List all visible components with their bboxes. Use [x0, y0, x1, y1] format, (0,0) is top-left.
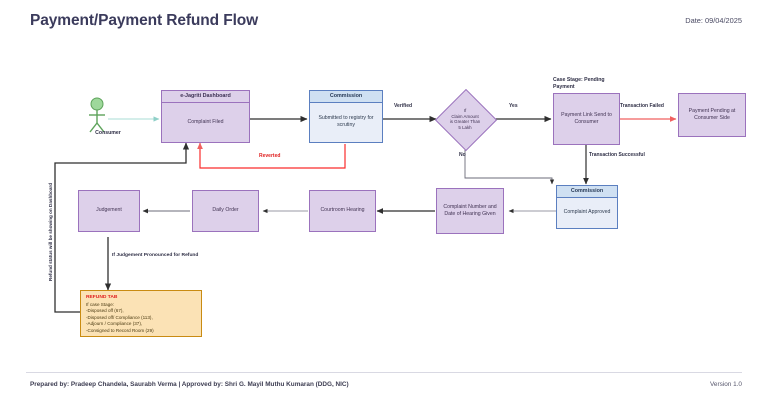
annotation-case-stage: Case Stage: Pending Payment: [553, 77, 605, 90]
edge-label-refund-status: Refund status will be showing on Dashboa…: [48, 182, 53, 281]
edge-label-reverted: Reverted: [259, 153, 281, 159]
edge-label-no: No: [459, 152, 466, 158]
node-payment-link[interactable]: Payment Link Send to Consumer: [553, 93, 620, 145]
footer-prepared-by: Prepared by: Pradeep Chandela, Saurabh V…: [30, 381, 349, 388]
refund-tab-line-2: -Disposed off/ Compliance (113),: [86, 314, 153, 320]
actor-label: Consumer: [95, 130, 121, 136]
edge-label-transaction-successful: Transaction Successful: [589, 152, 645, 158]
node-daily-order[interactable]: Daily Order: [192, 190, 259, 232]
node-header: Commission: [310, 91, 382, 103]
date-label: Date: 09/04/2025: [685, 16, 742, 25]
page-title: Payment/Payment Refund Flow: [30, 12, 259, 29]
node-ejagriti-dashboard[interactable]: e-Jagriti Dashboard Complaint Filed: [161, 90, 250, 143]
edge-label-verified: Verified: [394, 103, 413, 109]
node-header: Commission: [557, 186, 617, 198]
actor-consumer: Consumer: [80, 96, 136, 148]
node-commission-scrutiny[interactable]: Commission Submitted to registry for scr…: [309, 90, 383, 143]
node-commission-approved[interactable]: Commission Complaint Approved: [556, 185, 618, 229]
edge-label-transaction-failed: Transaction Failed: [620, 103, 664, 109]
node-body: Complaint Filed: [187, 118, 224, 125]
edge-label-yes: Yes: [509, 103, 518, 109]
consumer-icon: [89, 97, 105, 133]
edge-label-judgement-refund: If Judgement Pronounced for Refund: [112, 253, 199, 258]
refund-tab-line-4: -Consigned to Record Room (29): [86, 327, 154, 333]
node-refund-tab[interactable]: REFUND TAB If case Stage: -Disposed off …: [80, 290, 202, 337]
refund-tab-line-0: If case Stage:: [86, 301, 115, 307]
node-body: Submitted to registry for scrutiny: [318, 115, 374, 129]
footer-divider: [26, 372, 742, 373]
refund-tab-title: REFUND TAB: [86, 295, 118, 300]
node-body: Complaint Approved: [563, 209, 611, 216]
refund-tab-line-1: -Disposed off (67),: [86, 308, 124, 314]
node-header: e-Jagriti Dashboard: [162, 91, 249, 103]
node-judgement[interactable]: Judgement: [78, 190, 140, 232]
footer-version: Version 1.0: [710, 381, 742, 388]
node-payment-pending[interactable]: Payment Pending at Consumer Side: [678, 93, 746, 137]
node-courtroom-hearing[interactable]: Courtroom Hearing: [309, 190, 376, 232]
decision-label: If Claim Amount is Greater Than 5 Lakh: [449, 108, 481, 130]
node-complaint-number[interactable]: Complaint Number and Date of Hearing Giv…: [436, 188, 504, 234]
refund-tab-line-3: -Adjourn / Compliance (37),: [86, 321, 143, 327]
